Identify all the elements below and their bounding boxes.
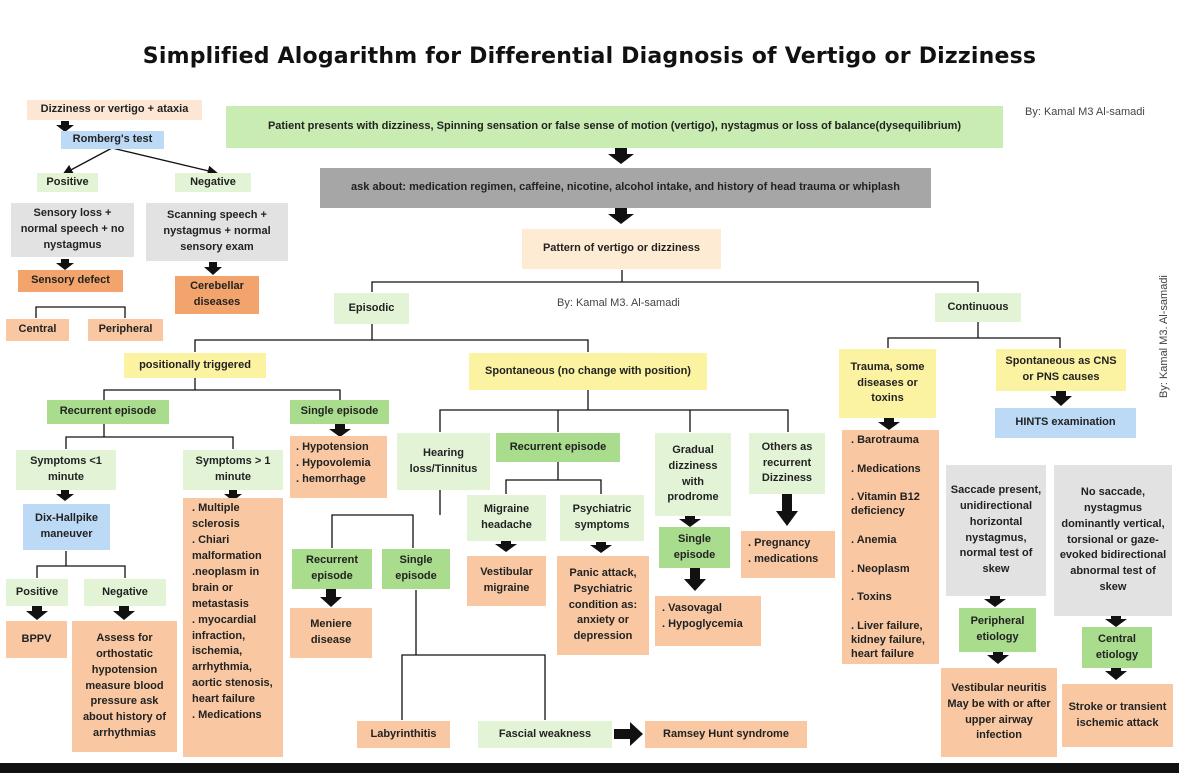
arrow-central-et [1105,668,1127,680]
node-hl-recurrent: Recurrent episode [292,549,372,589]
arrow-no-saccade [1105,616,1127,627]
node-labyrinthitis: Labyrinthitis [357,721,450,748]
node-panic: Panic attack, Psychiatric condition as: … [557,556,649,655]
arrow-ask [608,208,634,224]
node-vestibular-migraine: Vestibular migraine [467,556,546,606]
node-migraine: Migraine headache [467,495,546,541]
node-single-episode: Single episode [290,400,389,424]
node-gt1-causes: . Multiple sclerosis . Chiari malformati… [183,498,283,757]
arrow-psych [590,542,612,553]
node-hearing-loss: Hearing loss/Tinnitus [397,433,490,490]
arrow-others [776,494,798,526]
node-pattern: Pattern of vertigo or dizziness [522,229,721,269]
arrow-trauma [878,418,900,430]
arrow-spont-cns [1050,391,1072,406]
arrow-ortho [113,606,135,620]
node-symptoms-lt1: Symptoms <1 minute [16,450,116,490]
byline-top-right: By: Kamal M3 Al-samadi [1025,106,1145,118]
node-no-saccade: No saccade, nystagmus dominantly vertica… [1054,465,1172,616]
node-romberg-positive: Positive [37,173,98,192]
node-recurrent-episode: Recurrent episode [47,400,169,424]
node-peripheral-etiology: Peripheral etiology [959,608,1036,652]
node-sp-recurrent: Recurrent episode [496,433,620,462]
node-gr-single: Single episode [659,527,730,568]
arrow-sensory [56,259,74,270]
node-orthostatic: Assess for orthostatic hypotension measu… [72,621,177,752]
node-vasovagal: . Vasovagal . Hypoglycemia [655,596,761,646]
arrow-gradual [679,516,701,527]
node-symptoms-gt1: Symptoms > 1 minute [183,450,283,490]
arrow-romberg [56,121,74,132]
node-others: Others as recurrent Dizziness [749,433,825,494]
arrow-bppv [26,606,48,620]
arrow-cerebellar [204,262,222,275]
node-stroke: Stroke or transient ischemic attack [1062,684,1173,747]
arrow-presents [608,148,634,164]
node-central-etiology: Central etiology [1082,627,1152,668]
node-cerebellar-signs: Scanning speech + nystagmus + normal sen… [146,203,288,261]
node-psychiatric: Psychiatric symptoms [560,495,644,541]
node-vestibular-neuritis: Vestibular neuritis May be with or after… [941,668,1057,757]
node-romberg: Romberg's test [61,131,164,149]
byline-center: By: Kamal M3. Al-samadi [557,297,680,309]
node-dix-positive: Positive [6,579,68,606]
node-hints: HINTS examination [995,408,1136,438]
node-sensory-defect: Sensory defect [18,270,123,292]
node-ask-about: ask about: medication regimen, caffeine,… [320,168,931,208]
node-ataxia: Dizziness or vertigo + ataxia [27,100,202,120]
node-episodic: Episodic [334,293,409,324]
node-bppv: BPPV [6,621,67,658]
node-presents: Patient presents with dizziness, Spinnin… [226,106,1003,148]
arrow-sym-gt1 [224,490,242,501]
node-trauma-causes: . Barotrauma . Medications . Vitamin B12… [842,430,939,664]
node-pregnancy: . Pregnancy . medications [741,531,835,578]
node-sensory-signs: Sensory loss + normal speech + no nystag… [11,203,134,257]
arrow-facial-ramsey [614,722,643,746]
arrow-periph [987,652,1009,664]
node-continuous: Continuous [935,293,1021,322]
page-title: Simplified Alogarithm for Differential D… [142,44,1037,69]
arrow-gr-single [684,568,706,591]
bottom-border [0,763,1179,773]
node-dix-negative: Negative [84,579,166,606]
node-peripheral: Peripheral [88,319,163,341]
node-trauma: Trauma, some diseases or toxins [839,349,936,418]
arrow-meniere [320,589,342,607]
node-hl-single: Single episode [382,549,450,589]
node-gradual: Gradual dizziness with prodrome [655,433,731,516]
arrow-migraine [495,540,517,552]
node-hypotension-list: . Hypotension . Hypovolemia . hemorrhage [290,436,387,498]
arrow-single-ep [329,424,351,437]
node-cerebellar-diseases: Cerebellar diseases [175,276,259,314]
node-spont-cns: Spontaneous as CNS or PNS causes [996,349,1126,391]
arrow-sym-lt1 [56,490,74,501]
node-positional: positionally triggered [124,353,266,378]
node-romberg-negative: Negative [175,173,251,192]
node-meniere: Meniere disease [290,608,372,658]
node-ramsey-hunt: Ramsey Hunt syndrome [645,721,807,748]
arrow-saccade [984,596,1006,607]
node-central: Central [6,319,69,341]
node-saccade: Saccade present, unidirectional horizont… [946,465,1046,596]
node-facial-weakness: Fascial weakness [478,721,612,748]
node-spontaneous: Spontaneous (no change with position) [469,353,707,390]
node-dix-hallpike: Dix-Hallpike maneuver [23,504,110,550]
